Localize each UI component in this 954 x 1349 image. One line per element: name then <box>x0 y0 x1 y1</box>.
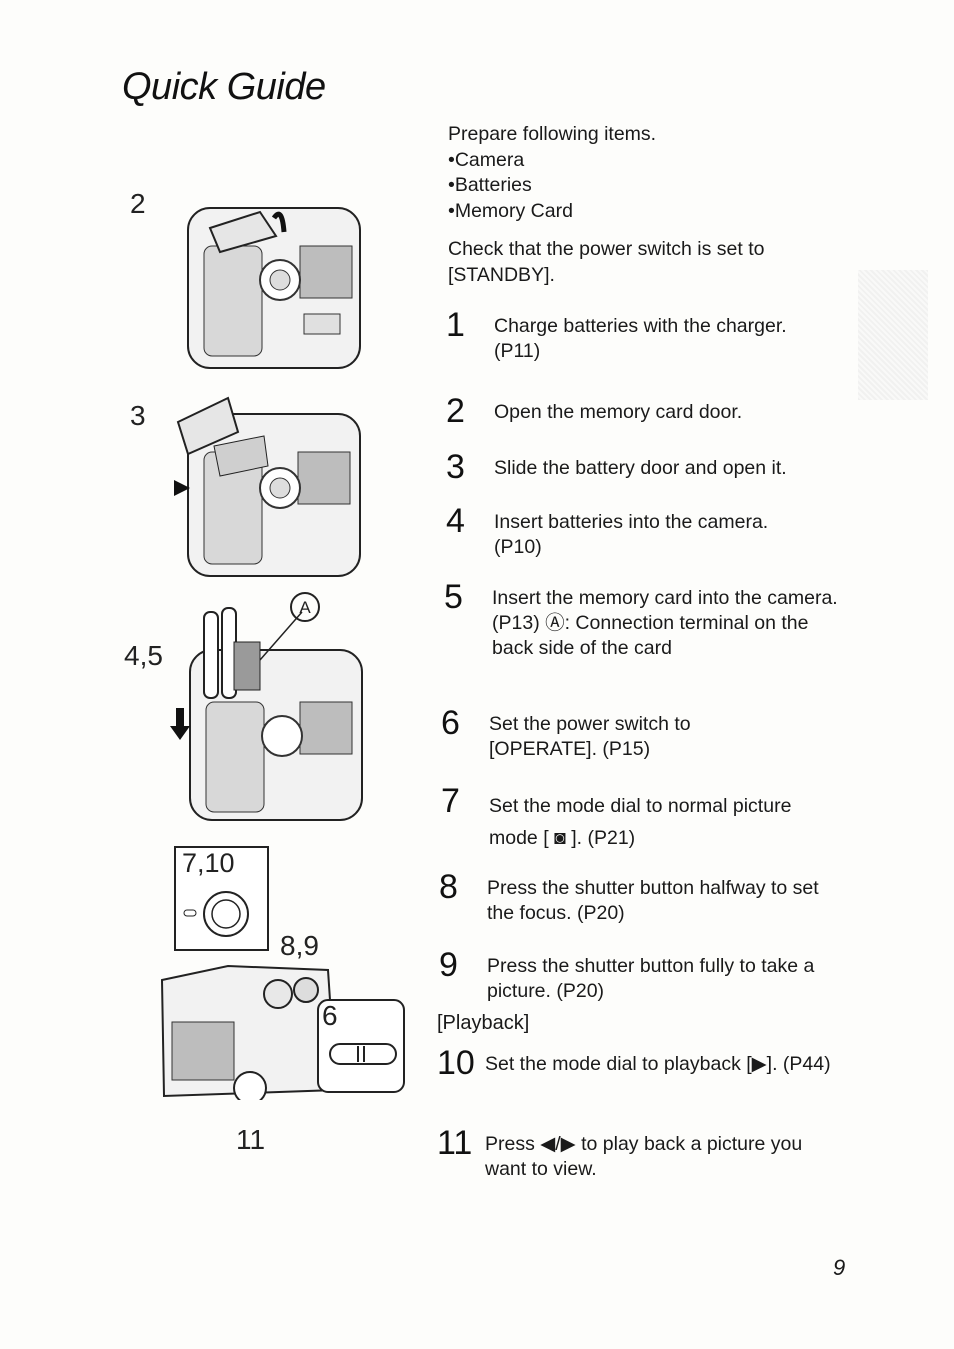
figure-label-3: 3 <box>130 400 146 431</box>
playback-heading: [Playback] <box>437 1012 530 1034</box>
step-text: Insert batteries into the camera. (P10) <box>494 511 769 558</box>
step-number: 10 <box>437 1044 475 1082</box>
step-text: Set the mode dial to normal picture mode… <box>489 795 792 849</box>
step-number: 11 <box>437 1124 473 1162</box>
list-item: Batteries <box>448 173 656 199</box>
list-item: Memory Card <box>448 199 656 225</box>
figure-camera-top-back <box>158 960 408 1100</box>
step-number: 3 <box>446 448 465 486</box>
figure-insert-batteries-card <box>168 590 370 825</box>
page-title: Quick Guide <box>122 66 326 108</box>
step-number: 4 <box>446 502 465 540</box>
page-number: 9 <box>833 1255 846 1280</box>
marker-a-text: A <box>299 598 311 617</box>
step-number: 5 <box>444 578 463 616</box>
step-text: Press the shutter button fully to take a… <box>487 955 815 1002</box>
step-text: Press ◀/▶ to play back a picture you wan… <box>485 1133 803 1180</box>
step-text: Set the mode dial to playback [▶]. (P44) <box>485 1053 831 1075</box>
figure-camera-open-card-door <box>180 188 370 378</box>
list-item: Camera <box>448 148 656 174</box>
prepare-heading: Prepare following items. <box>448 123 657 145</box>
figure-mode-dial <box>174 846 270 952</box>
scan-smudge <box>858 270 928 400</box>
step-number: 6 <box>441 704 460 742</box>
check-power-note: Check that the power switch is set to [S… <box>448 238 765 286</box>
step-text: Set the power switch to [OPERATE]. (P15) <box>489 713 691 760</box>
figure-label-45: 4,5 <box>124 640 163 671</box>
step-text: Open the memory card door. <box>494 401 743 423</box>
prepare-list: Prepare following items. Camera Batterie… <box>448 122 656 224</box>
step-text: Insert the memory card into the camera. … <box>492 587 838 659</box>
step-number: 9 <box>439 946 458 984</box>
figure-label-710: 7,10 <box>182 848 235 878</box>
step-number: 7 <box>441 782 460 820</box>
step-text: Press the shutter button halfway to set … <box>487 877 819 924</box>
terminal-marker-a: A <box>288 590 322 624</box>
figure-camera-battery-door <box>168 392 370 584</box>
figure-label-89: 8,9 <box>280 930 319 961</box>
figure-label-6: 6 <box>322 1000 338 1031</box>
step-number: 1 <box>446 306 465 344</box>
step-number: 8 <box>439 868 458 906</box>
step-number: 2 <box>446 392 465 430</box>
step-text: Charge batteries with the charger. (P11) <box>494 315 787 362</box>
figure-label-11: 11 <box>236 1124 266 1155</box>
figure-label-2: 2 <box>130 188 146 219</box>
step-text: Slide the battery door and open it. <box>494 457 787 479</box>
